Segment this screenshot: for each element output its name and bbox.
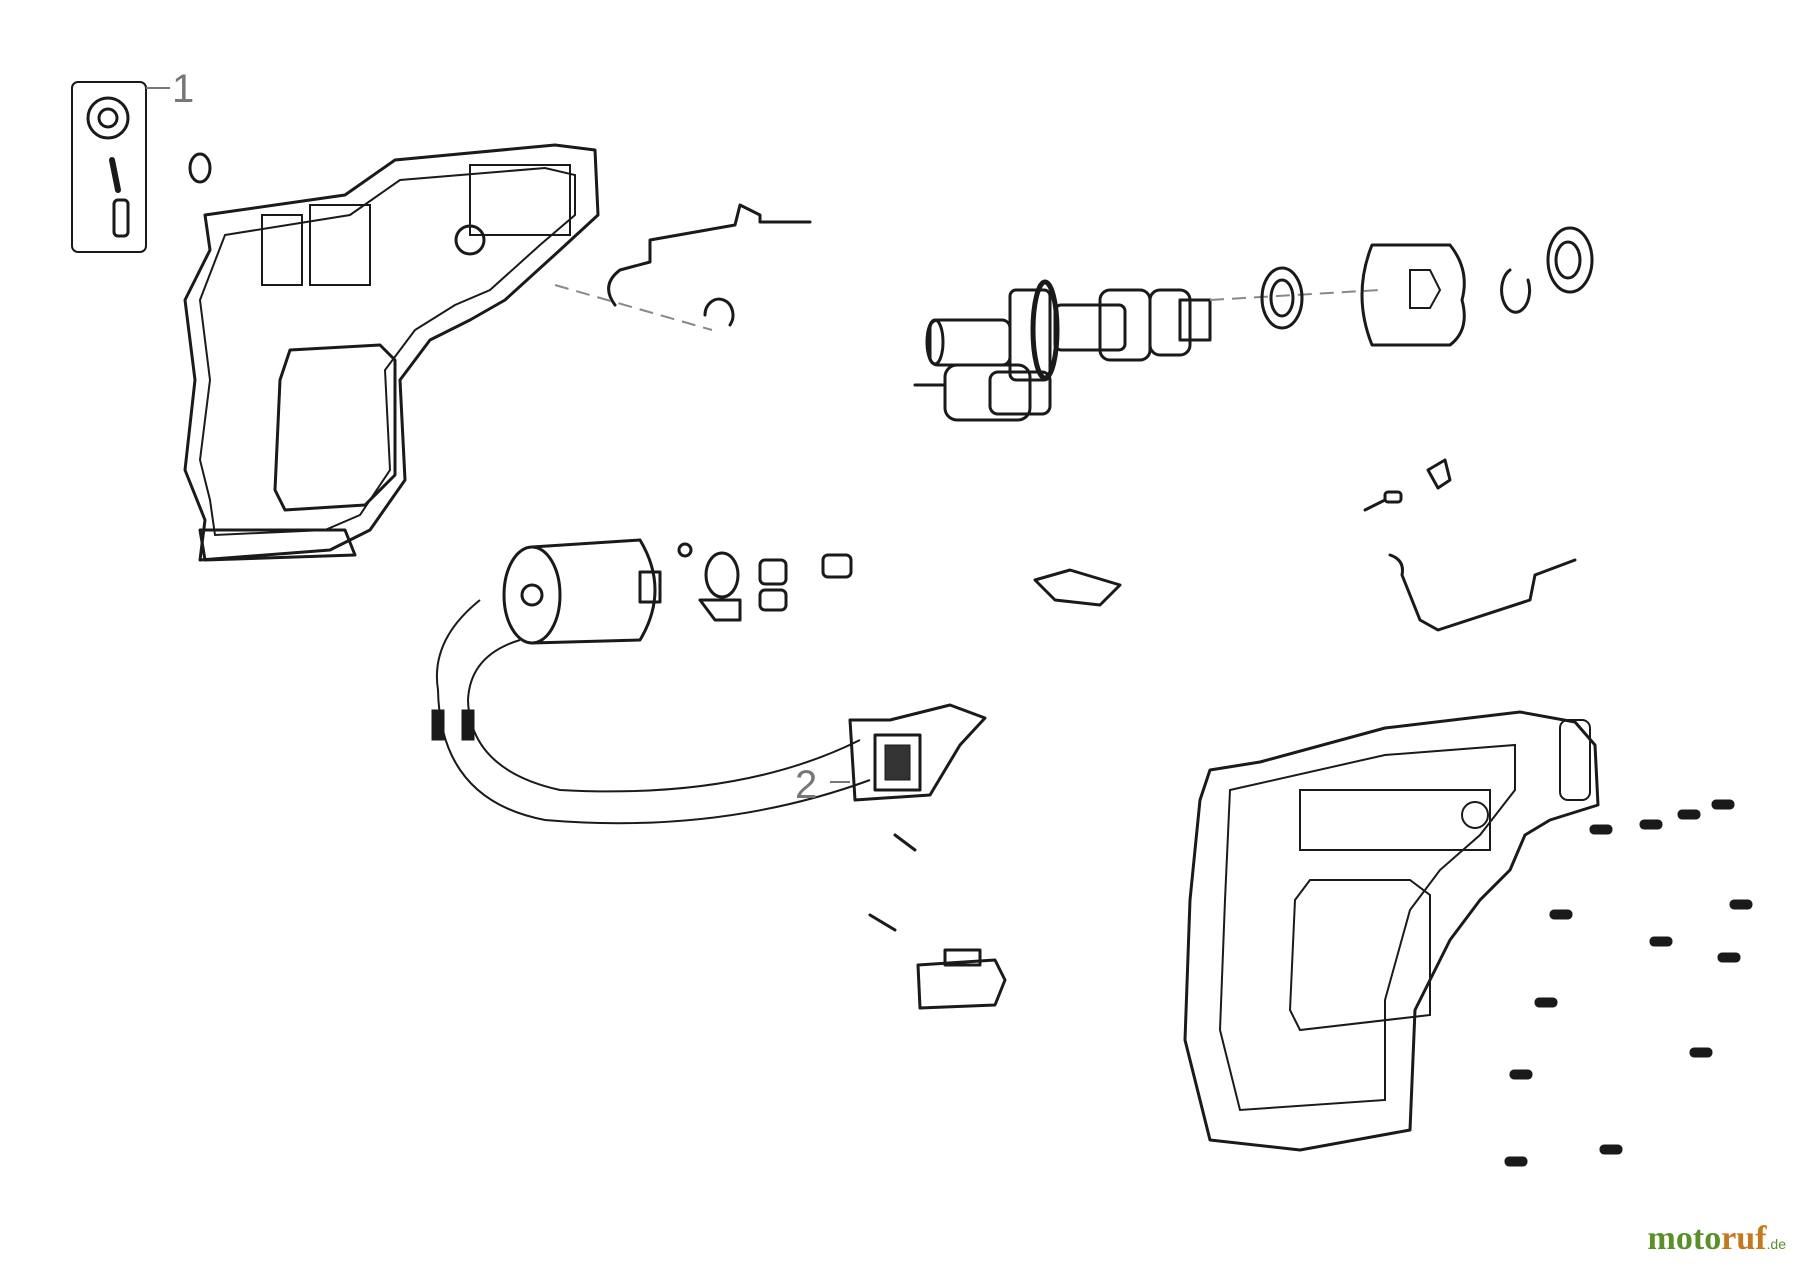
washer (1260, 266, 1304, 330)
bearing-seal (1546, 226, 1594, 294)
spring-wire-upper (607, 203, 812, 307)
wire-a (436, 599, 871, 825)
callout-1-kit: 1 (71, 67, 194, 253)
kit-knob (86, 96, 130, 140)
motor-gear-parts (698, 551, 853, 622)
switch-clip (1033, 568, 1122, 607)
kit-pin (112, 198, 130, 238)
battery-terminal (916, 948, 1007, 1010)
right-housing-half (1183, 710, 1600, 1152)
circlip (703, 297, 735, 327)
kit-spring (109, 157, 121, 193)
callout-label-2: 2 (795, 763, 817, 807)
screw (677, 542, 693, 558)
latch (1426, 458, 1452, 490)
wire-connector-b (461, 709, 475, 741)
selector-collar (1360, 243, 1466, 347)
watermark-logo[interactable]: motoruf.de (1647, 1220, 1786, 1257)
small-pin (1363, 498, 1387, 512)
wire-connector-a (431, 709, 445, 741)
terminal-pin-2 (868, 913, 897, 932)
callout-label-1: 1 (172, 67, 194, 111)
snap-ring (1500, 268, 1532, 314)
screws (1504, 799, 1753, 1167)
o-ring (188, 152, 212, 184)
spring-wire-lower (1388, 553, 1577, 632)
left-housing-half (183, 143, 600, 562)
terminal-pin-1 (893, 833, 917, 852)
kit-box (71, 81, 147, 253)
gear-shaft-assembly (913, 279, 1212, 422)
wire-b (466, 639, 861, 793)
motor (502, 538, 662, 645)
trigger-switch (848, 703, 987, 802)
